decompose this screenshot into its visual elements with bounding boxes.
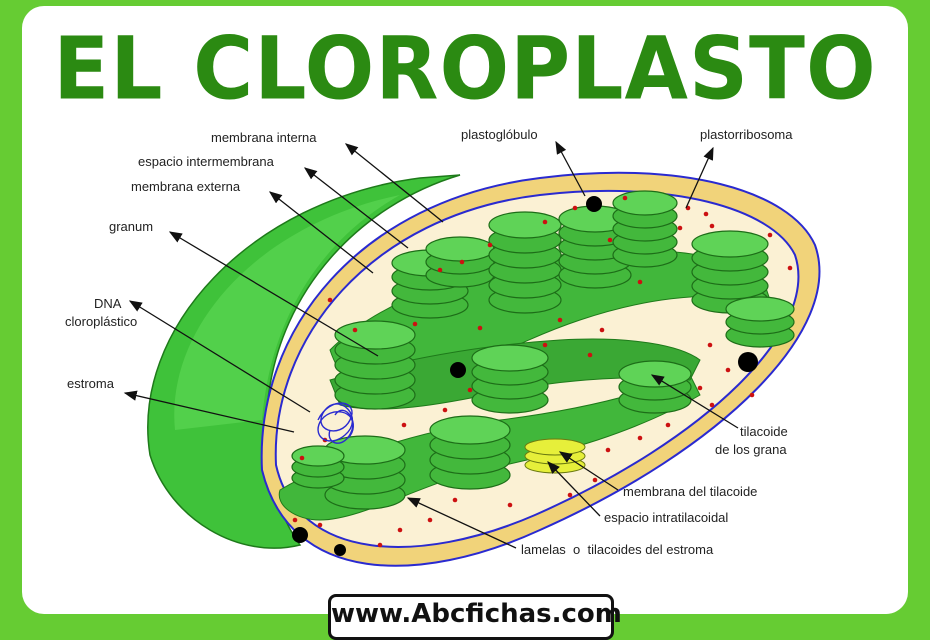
granum-stack-13 bbox=[291, 445, 345, 489]
label-plastorribosoma: plastorribosoma bbox=[700, 127, 793, 142]
website-footer[interactable]: www.Abcfichas.com bbox=[328, 594, 622, 640]
granum-stack-8 bbox=[725, 296, 795, 348]
chloroplast-diagram: membrana interna espacio intermembrana m… bbox=[65, 127, 821, 567]
label-granum: granum bbox=[109, 219, 153, 234]
label-dna-line2: cloroplástico bbox=[65, 314, 137, 329]
plastoribosomes bbox=[292, 195, 793, 548]
label-membrana-tilacoide: membrana del tilacoide bbox=[623, 484, 757, 499]
granum-stack-12 bbox=[324, 435, 406, 510]
label-plastoglobulo: plastoglóbulo bbox=[461, 127, 538, 142]
label-dna-line1: DNA bbox=[94, 296, 122, 311]
page-title: EL CLOROPLASTO bbox=[53, 19, 877, 120]
granum-stack-11 bbox=[429, 415, 511, 490]
label-espacio-intratilacoidal: espacio intratilacoidal bbox=[604, 510, 728, 525]
outer-shell-highlight bbox=[174, 195, 400, 430]
granum-stack-9 bbox=[471, 344, 549, 414]
granum-stack-7 bbox=[691, 230, 769, 314]
granum-stack-1 bbox=[334, 320, 416, 410]
plastoglobules bbox=[292, 196, 758, 556]
granum-stack-10 bbox=[618, 360, 692, 414]
chloroplast-dna bbox=[317, 402, 354, 444]
label-tilacoide-line2: de los grana bbox=[715, 442, 787, 457]
outer-membrane-shell bbox=[147, 174, 461, 549]
thylakoid-membrane-detail bbox=[524, 438, 586, 474]
label-espacio-intermembrana: espacio intermembrana bbox=[138, 154, 275, 169]
granum-stack-6 bbox=[612, 190, 678, 268]
granum-stack-4 bbox=[488, 211, 562, 314]
label-arrows bbox=[123, 140, 739, 549]
label-membrana-externa: membrana externa bbox=[131, 179, 241, 194]
label-lamelas: lamelas o tilacoides del estroma bbox=[521, 542, 714, 557]
label-tilacoide-line1: tilacoide bbox=[740, 424, 788, 439]
label-membrana-interna: membrana interna bbox=[211, 130, 317, 145]
label-estroma: estroma bbox=[67, 376, 115, 391]
